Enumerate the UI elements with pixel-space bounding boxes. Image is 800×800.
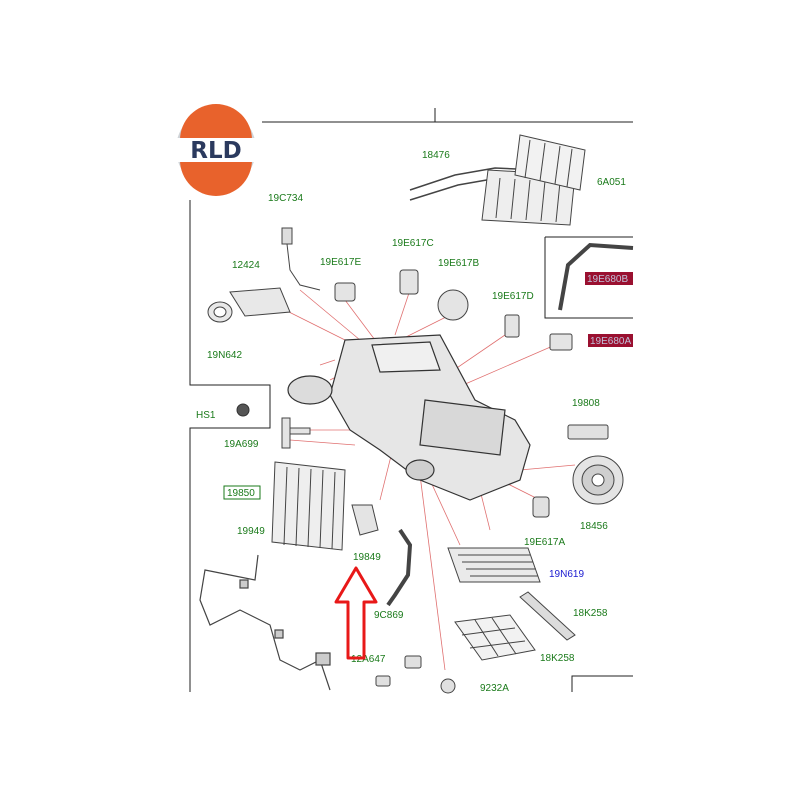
part-bracket-12424 [207, 287, 291, 323]
frame-lines [189, 108, 633, 692]
label-12A647: 12A647 [351, 654, 386, 665]
label-19E617A: 19E617A [524, 537, 565, 548]
label-18476: 18476 [422, 150, 450, 161]
label-19N619: 19N619 [549, 569, 584, 580]
label-19N642: 19N642 [207, 350, 242, 361]
callout-highlights [223, 272, 633, 500]
part-filter-frame-18K258 [454, 614, 536, 661]
part-6A051 [514, 134, 586, 191]
rld-logo: RLD [176, 104, 256, 196]
highlight-arrow [334, 566, 378, 660]
label-19849: 19849 [353, 552, 381, 563]
label-19E680A: 19E680A [590, 336, 631, 347]
label-19E680B: 19E680B [587, 274, 628, 285]
part-9232A [440, 678, 456, 694]
part-evaporator-19850 [271, 461, 346, 551]
label-19808: 19808 [572, 398, 600, 409]
label-18K258-upper: 18K258 [573, 608, 608, 619]
part-filter-19N619 [447, 547, 541, 583]
part-blower-18456 [572, 455, 624, 505]
label-9232A: 9232A [480, 683, 509, 694]
part-actuators [334, 269, 573, 351]
label-19A699: 19A699 [224, 439, 259, 450]
part-HS1 [236, 403, 250, 417]
part-19E617A [532, 496, 550, 518]
part-sensor-19C734 [281, 227, 321, 291]
part-19808 [567, 424, 609, 440]
label-19949: 19949 [237, 526, 265, 537]
part-labels: 18476 6A051 19C734 19E617C 19E617E 19E61… [196, 150, 631, 694]
part-harness-19949 [199, 554, 331, 691]
label-19E617C: 19E617C [392, 238, 434, 249]
label-HS1: HS1 [196, 410, 216, 421]
part-19A699 [281, 417, 311, 449]
part-pipe-9C869 [386, 528, 413, 607]
label-6A051: 6A051 [597, 177, 626, 188]
label-19850: 19850 [227, 488, 255, 499]
label-19E617B: 19E617B [438, 258, 479, 269]
label-19C734: 19C734 [268, 193, 303, 204]
label-9C869: 9C869 [374, 610, 404, 621]
label-19E617D: 19E617D [492, 291, 534, 302]
part-hvac-housing [287, 334, 531, 501]
part-hose-19E680B [558, 242, 634, 311]
label-18K258-lower: 18K258 [540, 653, 575, 664]
part-12A647 [375, 655, 422, 687]
label-19E617E: 19E617E [320, 257, 361, 268]
label-12424: 12424 [232, 260, 260, 271]
logo-text: RLD [190, 138, 241, 164]
label-18456: 18456 [580, 521, 608, 532]
part-strip-18K258 [519, 591, 576, 641]
part-19849 [351, 504, 379, 536]
